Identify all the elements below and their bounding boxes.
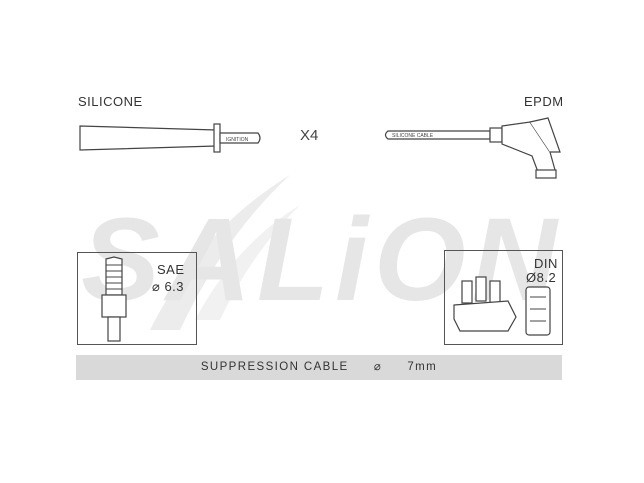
suppression-cable-label: SUPPRESSION CABLE (200, 361, 349, 373)
distributor-cap (453, 300, 517, 332)
din-terminal-box (444, 250, 563, 345)
sae-label: SAE (157, 262, 185, 277)
boot-body (79, 125, 217, 151)
cable-end (384, 130, 491, 140)
left-cable-print: IGNITION (226, 137, 249, 143)
watermark-swoosh-inner (195, 205, 300, 320)
cable-segment (219, 132, 261, 144)
din-distributor-icon (453, 276, 551, 336)
boot-tip (535, 169, 557, 179)
sae-terminal-icon (101, 256, 127, 342)
silicone-boot-drawing: IGNITION (79, 123, 261, 153)
right-cable-print: SILICONE CABLE (392, 133, 434, 139)
distributor-post-1 (461, 280, 473, 304)
boot-rib (529, 117, 561, 153)
epdm-boot-drawing: SILICONE CABLE (384, 117, 561, 179)
distributor-post-3 (489, 280, 501, 304)
distributor-post-2 (475, 276, 487, 302)
din-label: DIN (534, 256, 558, 271)
sae-size: ⌀ 6.3 (152, 279, 185, 294)
suppression-cable-bar: SUPPRESSION CABLE ⌀ 7mm (76, 355, 562, 380)
quantity-label: X4 (300, 127, 319, 144)
suppression-cable-text-row: SUPPRESSION CABLE ⌀ 7mm (76, 355, 562, 380)
silicone-label: SILICONE (78, 94, 143, 109)
epdm-label: EPDM (524, 94, 564, 109)
watermark-swoosh (150, 175, 290, 330)
terminal-shank (107, 316, 121, 342)
din-connector (525, 286, 551, 336)
boot-ferrule (489, 127, 503, 143)
diameter-symbol: ⌀ (373, 361, 383, 373)
terminal-hex (101, 294, 127, 318)
din-size: Ø8.2 (526, 270, 557, 285)
sae-terminal-box (77, 252, 197, 345)
cable-size: 7mm (407, 361, 438, 373)
boot-collar (213, 123, 221, 153)
